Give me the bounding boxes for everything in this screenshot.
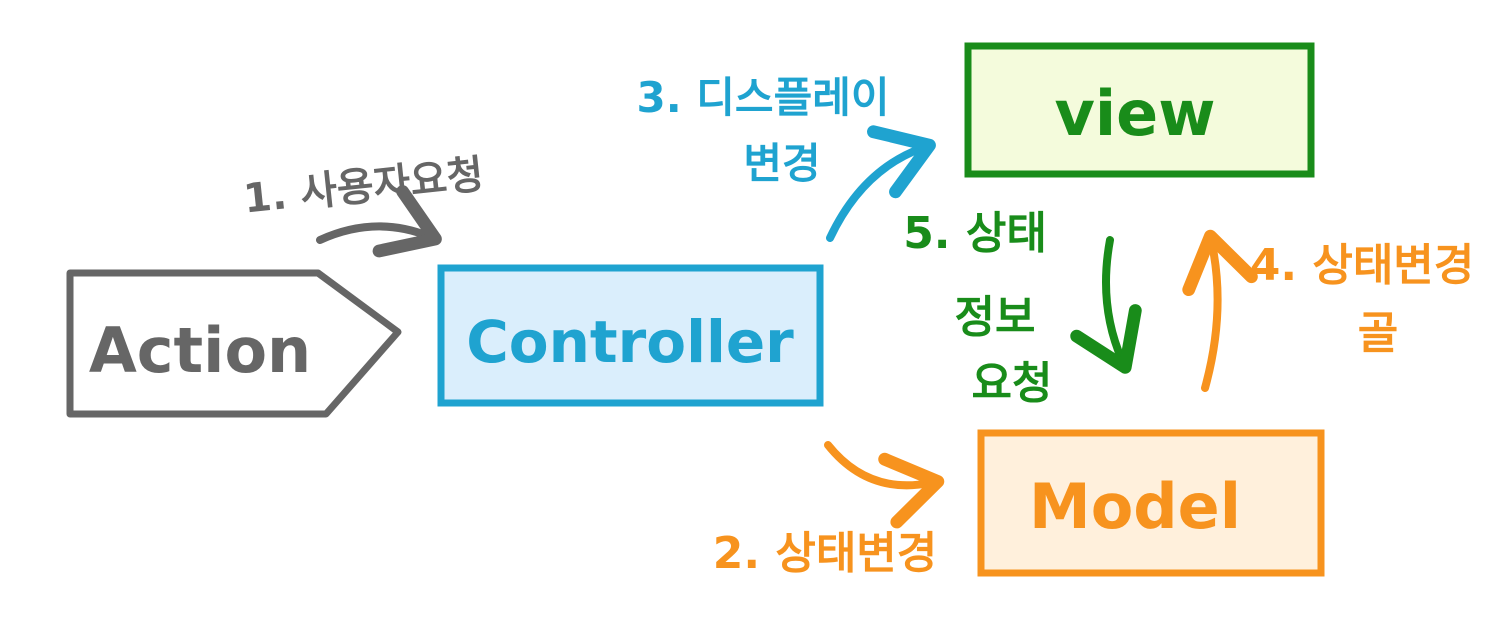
arrow-user-request xyxy=(316,185,442,258)
step-4-label-line1: 4. 상태변경 xyxy=(1250,240,1475,291)
view-node: view xyxy=(964,42,1315,178)
arrow-state-change-complete xyxy=(1182,229,1258,392)
action-node: Action xyxy=(66,269,402,418)
step-5-label-line1: 5. 상태 xyxy=(903,208,1047,259)
action-label: Action xyxy=(89,314,311,387)
step-5-label-line3: 요청 xyxy=(972,358,1053,409)
step-3-label-line1: 3. 디스플레이 xyxy=(636,73,889,122)
arrow-display-change xyxy=(826,125,936,242)
step-4-label-line2: 골 xyxy=(1358,308,1398,359)
model-label: Model xyxy=(1029,470,1241,543)
controller-label: Controller xyxy=(466,308,794,376)
controller-box xyxy=(437,264,824,407)
view-box xyxy=(964,42,1315,178)
step-2-label: 2. 상태변경 xyxy=(713,528,938,579)
step-1-label: 1. 사용자요청 xyxy=(241,152,485,223)
step-5-label-line2: 정보 xyxy=(955,292,1036,343)
arrow-state-info-request xyxy=(1070,236,1142,374)
model-node: Model xyxy=(977,429,1325,577)
view-label: view xyxy=(1055,77,1216,150)
step-3-label-line2: 변경 xyxy=(743,139,820,188)
arrow-state-change xyxy=(824,441,945,529)
action-shape xyxy=(66,269,402,418)
model-box xyxy=(977,429,1325,577)
controller-node: Controller xyxy=(437,264,824,407)
